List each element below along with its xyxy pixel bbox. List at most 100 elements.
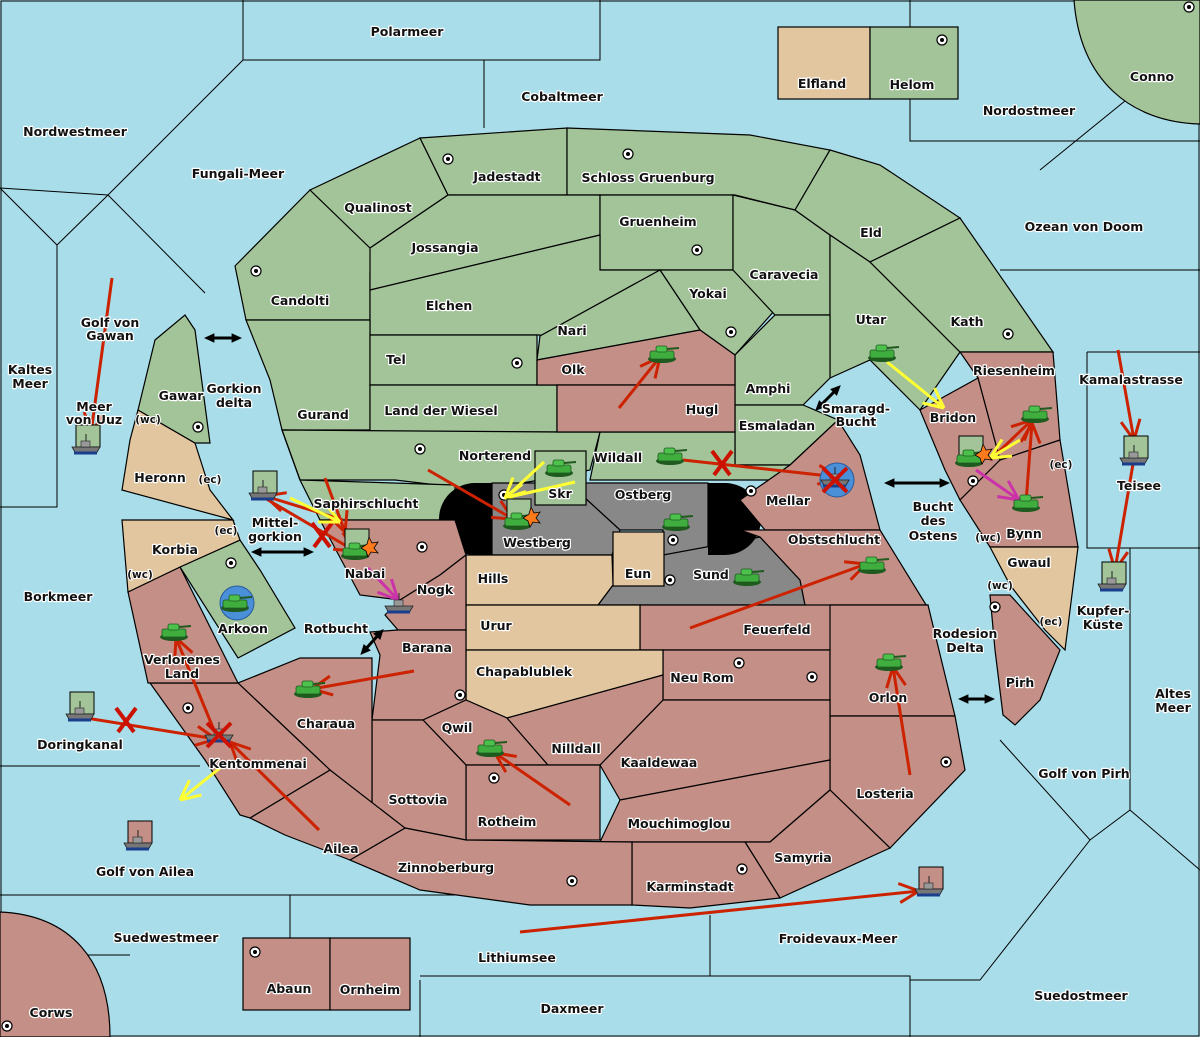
territory-label: Jadestadt: [472, 169, 540, 184]
coast-label: (wc): [987, 580, 1013, 592]
sea-label: Suedwestmeer: [114, 930, 220, 945]
territory-label: Urur: [480, 618, 512, 633]
sea-label: Golf von Pirh: [1038, 766, 1129, 781]
sea-label: Daxmeer: [540, 1001, 604, 1016]
ship-unit-icon[interactable]: [1119, 435, 1149, 466]
territory-label: Gawar: [159, 388, 205, 403]
coast-label: (ec): [199, 474, 222, 486]
sea-label: Doringkanal: [37, 737, 123, 752]
double-arrow-icon: [815, 385, 841, 411]
territory-label: Elchen: [426, 298, 473, 313]
move-order-arrow: [1116, 349, 1142, 441]
territory-label: Charaua: [297, 716, 355, 731]
ship-unit-icon[interactable]: [123, 820, 153, 851]
coast-label: (wc): [135, 414, 161, 426]
sea-label: Teisee: [1117, 478, 1161, 493]
territory-label: Saphirschlucht: [314, 496, 419, 511]
territory-label: Neu Rom: [670, 670, 733, 685]
territory-label: Candolti: [271, 293, 330, 308]
territory-label: Qwil: [442, 720, 473, 735]
tank-unit-icon[interactable]: [219, 585, 255, 621]
tank-unit-icon[interactable]: [294, 680, 326, 698]
sea-label: Küste: [1083, 617, 1123, 632]
sea-label: Cobaltmeer: [521, 89, 603, 104]
tank-unit-icon[interactable]: [858, 556, 890, 574]
territory-label: Amphi: [746, 381, 791, 396]
supply-center-icon: [667, 534, 679, 546]
territory-label: Losteria: [856, 786, 913, 801]
territory-nilldall: [505, 674, 664, 766]
coast-label: (wc): [127, 569, 153, 581]
tank-unit-icon[interactable]: [545, 459, 577, 477]
sea-label: Altes: [1155, 686, 1191, 701]
territory-label: Kath: [951, 314, 984, 329]
ship-unit-icon[interactable]: [914, 866, 944, 897]
territory-label: Esmaladan: [739, 418, 815, 433]
sea-label: des: [921, 513, 946, 528]
territory-label: Feuerfeld: [743, 622, 810, 637]
tank-unit-icon[interactable]: [160, 623, 192, 641]
territory-gawar: [137, 314, 211, 444]
territory-gruenheim: [599, 194, 734, 271]
territory-zinnoberburg: [348, 827, 633, 906]
ship-unit-icon[interactable]: [384, 593, 414, 614]
supply-center-icon: [442, 153, 454, 165]
territory-korbia: [121, 519, 241, 593]
territory-label: Conno: [1130, 69, 1175, 84]
sea-label: Lithiumsee: [478, 950, 556, 965]
tank-unit-icon[interactable]: [648, 345, 680, 363]
tank-unit-icon[interactable]: [476, 739, 508, 757]
support-order-arrow: [988, 438, 1021, 460]
territory-pirh: [989, 594, 1061, 726]
sea-label: Froidevaux-Meer: [779, 931, 898, 946]
ship-unit-icon[interactable]: [819, 462, 855, 498]
ship-unit-icon[interactable]: [204, 721, 234, 749]
territory-conno: [1073, 0, 1200, 125]
tank-unit-icon[interactable]: [955, 435, 993, 467]
territory-label: Skr: [548, 486, 572, 501]
territory-label: Kaaldewaa: [621, 755, 698, 770]
coast-label: (wc): [975, 532, 1001, 544]
territory-label: Yokai: [688, 286, 727, 301]
tank-unit-icon[interactable]: [733, 568, 765, 586]
tank-unit-icon[interactable]: [341, 528, 379, 560]
tank-unit-icon[interactable]: [1021, 405, 1053, 423]
tank-unit-icon[interactable]: [875, 653, 907, 671]
ship-unit-icon[interactable]: [71, 424, 101, 455]
tank-unit-icon[interactable]: [503, 498, 541, 530]
double-arrow-icon: [884, 478, 950, 488]
support-order-arrow: [886, 360, 946, 410]
tank-unit-icon[interactable]: [1012, 494, 1044, 512]
supply-center-icon: [936, 34, 948, 46]
supply-center-icon: [664, 574, 676, 586]
double-arrow-icon: [360, 629, 384, 655]
sea-label: Golf von Ailea: [96, 864, 194, 879]
coast-label: (ec): [1040, 616, 1063, 628]
tank-unit-icon[interactable]: [868, 344, 900, 362]
double-arrow-icon: [204, 333, 242, 343]
territory-label: Verlorenes: [144, 652, 220, 667]
ship-unit-icon[interactable]: [65, 691, 95, 722]
tank-unit-icon[interactable]: [656, 447, 688, 465]
coast-label: (ec): [1050, 459, 1073, 471]
sea-label: Ozean von Doom: [1025, 219, 1144, 234]
sea-label: Fungali-Meer: [192, 166, 285, 181]
sea-label: Rodesion: [933, 626, 998, 641]
tank-unit-icon[interactable]: [662, 513, 694, 531]
sea-label: Nordwestmeer: [23, 124, 128, 139]
sea-label: Bucht: [836, 414, 877, 429]
territory-label: Tel: [386, 352, 406, 367]
supply-center-icon: [806, 671, 818, 683]
territory-label: Norterend: [459, 448, 531, 463]
territory-label: Elfland: [798, 76, 846, 91]
territory-label: Hills: [478, 571, 509, 586]
territory-label: Schloss Gruenburg: [581, 170, 714, 185]
supply-center-icon: [511, 357, 523, 369]
territory-label: Zinnoberburg: [398, 860, 494, 875]
sea-label: Polarmeer: [371, 24, 445, 39]
ship-unit-icon[interactable]: [1097, 561, 1127, 592]
territory-label: Sottovia: [389, 792, 448, 807]
ship-unit-icon[interactable]: [248, 470, 278, 501]
